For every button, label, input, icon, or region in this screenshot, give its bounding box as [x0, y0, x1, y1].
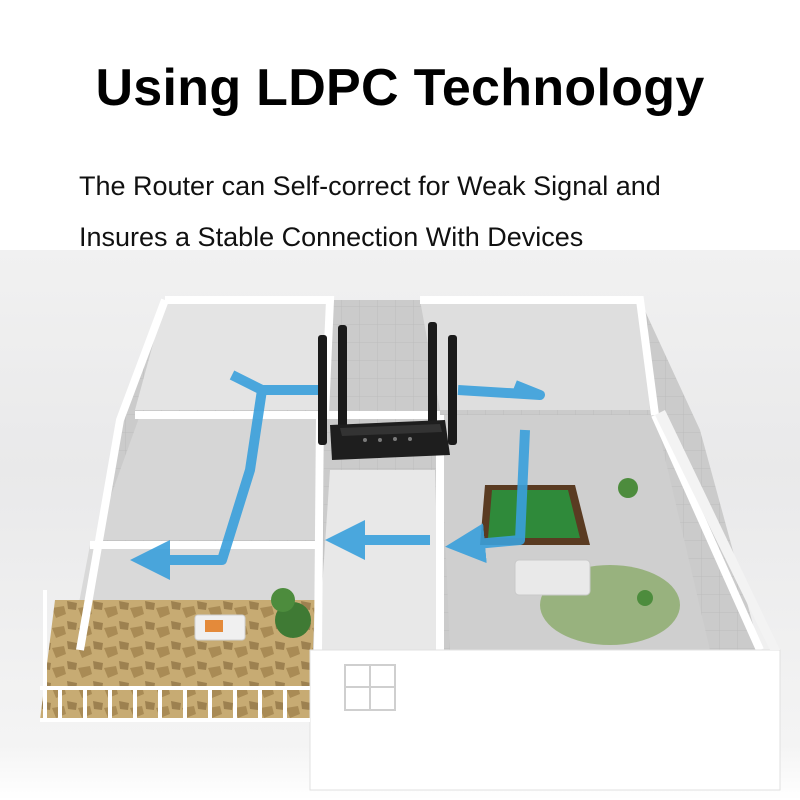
hallway [318, 470, 440, 650]
outer-walls [309, 410, 781, 791]
signal-arrow-icon [130, 385, 320, 580]
banner-title: Using LDPC Technology [95, 59, 705, 117]
patio-railing [40, 590, 310, 722]
bedroom-left [135, 300, 330, 410]
signal-arrows [130, 370, 545, 580]
patio-stones [40, 600, 315, 720]
office-right [420, 300, 650, 410]
signal-arrow-icon [445, 429, 530, 564]
signal-arrow-icon [229, 370, 265, 395]
potted-plants [271, 478, 653, 638]
pool-table [480, 485, 590, 545]
banner-subtitle-line-2: Insures a Stable Connection With Devices [79, 222, 584, 252]
banner-subtitle-line-1: The Router can Self-correct for Weak Sig… [79, 171, 661, 201]
kitchen [95, 415, 320, 540]
sofa [194, 559, 591, 641]
signal-arrow-icon [457, 380, 545, 400]
wifi-router-icon [318, 322, 457, 460]
